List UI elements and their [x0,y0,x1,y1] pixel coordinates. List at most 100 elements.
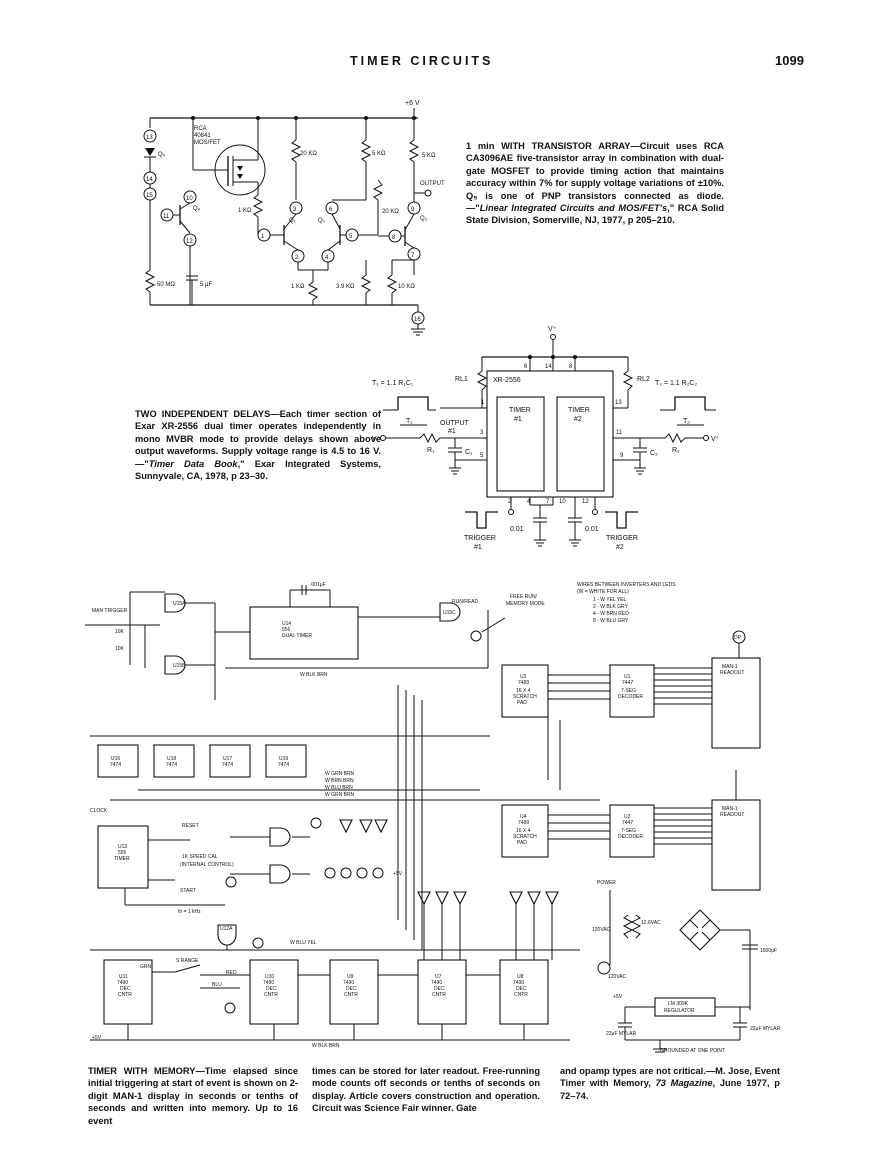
q3-label: Q₃ [420,216,428,222]
wires-note: 8 - W BLU GRY [593,618,629,624]
c001-label: .001μF [310,582,326,588]
trigger2-num: #2 [616,544,624,551]
mosfet-label: 40841 [194,133,211,139]
gate-u15c [439,602,461,622]
caption-body: —Each timer section of Exar XR-2556 dual… [135,409,382,469]
c22-label: 22μF MYLAR [750,1026,781,1032]
c22-label: 22μF MYLAR [606,1031,637,1037]
pin-label: 3 [293,207,297,213]
timer2-label: TIMER [568,407,590,414]
pin-label: 9 [620,453,624,459]
c7490-label: 7490 [263,980,274,986]
w-blk-brn: W BLK BRN [300,672,328,678]
caption-timer-memory-col1: TIMER WITH MEMORY—Time elapsed since ini… [88,1065,298,1127]
u2-label: 7-SEG [621,828,636,834]
pin-label: 12 [582,499,589,505]
c7490-label: 7490 [513,980,524,986]
reg-label: LM 309K [668,1001,689,1007]
r39k-label: 3.9 KΩ [336,284,355,290]
mosfet-label: MOS/FET [194,140,221,146]
wires-note: 2 - W BLK GRY [593,604,629,610]
c7490-label: 7490 [343,980,354,986]
pin-label: 15 [146,193,153,199]
circuit-dual-timer: V⁺ XR-2556 TIMER #1 TIMER #2 6 14 8 RL1 … [372,326,720,551]
red-label: RED [226,970,237,976]
t1-label: T₁ [406,418,413,425]
cntr-label: CNTR [432,992,446,998]
caption-body: , June 1977, p 72–74. [560,1078,780,1101]
trigger1-num: #1 [474,544,482,551]
caption-body: —Time elapsed since initial triggering a… [88,1066,298,1126]
reset-label: RESET [182,823,199,829]
grn-label: GRN [140,964,152,970]
u9-label: U9 [347,974,354,980]
chip-u14 [249,606,359,660]
u14-label: 556 [282,627,291,633]
timer1-num: #1 [514,416,522,423]
u1-label: DECODER [618,694,643,700]
u7-label: U7 [435,974,442,980]
c7474-label: 7474 [222,762,233,768]
cntr-label: CNTR [264,992,278,998]
ground-label: GROUNDED AT ONE POINT [660,1048,725,1054]
c1-label: C₁ [465,449,473,456]
u1-label: 7447 [622,680,633,686]
gate-mid-1 [269,827,291,847]
pin-label: 7 [546,499,550,505]
u4-label: U4 [520,814,527,820]
cntr-label: CNTR [344,992,358,998]
speed-cal-label: 1K SPEED CAL [182,854,218,860]
q2-label: Q₂ [318,218,326,224]
gate-u15a [164,593,186,613]
caption-ref-title: Linear Integrated Circuits and MOS/FET's [479,203,668,214]
pin-label: 4 [325,255,329,261]
timer2-num: #2 [574,416,582,423]
u13-label: U13 [118,844,127,850]
reg-label: REGULATOR [664,1008,695,1014]
range-label: S RANGE [176,958,199,964]
u1-label: 7-SEG [621,688,636,694]
u2-label: U2 [624,814,631,820]
caption-title: TIMER WITH MEMORY [88,1066,196,1076]
pin-label: 2 [295,255,299,261]
u8-label: U8 [517,974,524,980]
u4-label: PAD [517,840,527,846]
output1-num: #1 [448,428,456,435]
gate-u12a [217,924,237,946]
cap-b-label: 0.01 [585,526,599,533]
pin-label: 10 [559,499,566,505]
c5u-label: 5 μF [200,282,212,288]
u12a-label: U12A [220,926,233,932]
r5k-label: 5 KΩ [372,151,386,157]
w-blu-yel: W BLU YEL [290,940,317,946]
blu-label: BLU [212,982,222,988]
r10k-label: 10 KΩ [398,284,415,290]
q1-label: Q₁ [289,218,296,224]
dec-label: DEC [516,986,527,992]
t2-formula: T₂ = 1.1 R₂C₂ [655,380,697,387]
circuit-timer-with-memory: WIRES BETWEEN INVERTERS AND LEDS (W = WH… [85,582,781,1054]
caption-ref-rest: ," RCA Solid State Division, Somerville,… [466,203,724,226]
c7474-label: 7474 [110,762,121,768]
timer1-label: TIMER [509,407,531,414]
r5k-b-label: 5 KΩ [422,153,436,159]
caption-ref-rest: ," Exar Integrated Systems, Sunnyvale, C… [135,458,381,482]
r1k-b-label: 1 KΩ [291,284,305,290]
caption-timer-memory-col3: and opamp types are not critical.—M. Jos… [560,1065,780,1102]
t1-formula: T₁ = 1.1 R₁C₁ [372,380,414,387]
caption-body: times can be stored for later readout. F… [312,1066,540,1114]
caption-body: —Circuit uses RCA CA3096AE five-transist… [466,141,724,214]
u15a-label: U15A [173,601,186,607]
u13-label: TIMER [114,856,130,862]
dec-label: DEC [434,986,445,992]
plus5v-label: +5V [613,994,623,1000]
label-supply: +6 V [405,100,420,107]
chip-u18 [153,744,195,778]
man1-label: MAN-1 [722,664,738,670]
free-run-label: FREE RUN/ [510,594,538,600]
chip-u16 [97,744,139,778]
pin-label: 6 [524,364,528,370]
mosfet-label: RCA [194,126,207,132]
u17-label: U17 [223,756,232,762]
